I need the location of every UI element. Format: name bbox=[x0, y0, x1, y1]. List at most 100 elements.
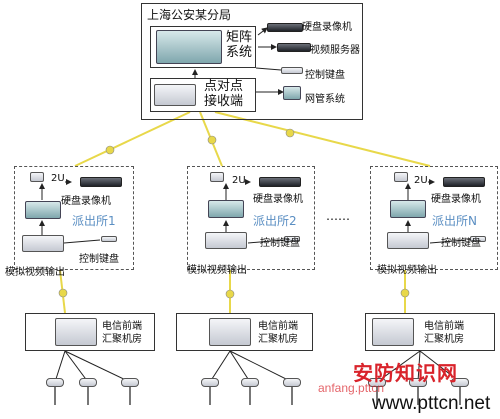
branch-2-matrix bbox=[205, 232, 247, 249]
telecom-2-box bbox=[176, 313, 313, 351]
fiber-hq-to-station-n bbox=[214, 111, 431, 167]
branch-2-2u-icon bbox=[210, 172, 224, 182]
telecom-3-rack bbox=[372, 318, 414, 346]
branch-n-box bbox=[370, 166, 498, 270]
hq-keyboard-label: 控制键盘 bbox=[305, 70, 345, 81]
branch-n-2u-icon bbox=[394, 172, 408, 182]
branch-n-output-label: 模拟视频输出 bbox=[377, 265, 437, 276]
branch-1-dvr-icon bbox=[80, 177, 122, 187]
branch-2-output-label: 模拟视频输出 bbox=[187, 265, 247, 276]
receiver-device bbox=[154, 84, 196, 106]
camera-icon bbox=[451, 378, 469, 387]
fiber-joint-2 bbox=[207, 135, 217, 145]
hq-nms-label: 网管系统 bbox=[305, 94, 345, 105]
telecom-2-label-line2: 汇聚机房 bbox=[258, 334, 298, 345]
receiver-box bbox=[150, 78, 256, 112]
camera-cable-2-2 bbox=[229, 350, 251, 383]
camera-stand bbox=[417, 387, 419, 405]
hq-dvr-icon bbox=[267, 23, 303, 32]
fiber-joint-3 bbox=[285, 128, 295, 138]
receiver-label-line2: 接收端 bbox=[204, 94, 244, 109]
branch-2-dvr-icon bbox=[259, 177, 301, 187]
camera-cable-3-2 bbox=[417, 350, 421, 383]
branch-2-dvr-label: 硬盘录像机 bbox=[253, 194, 303, 205]
branch-n-dvr-label: 硬盘录像机 bbox=[431, 194, 481, 205]
telecom-2-rack bbox=[209, 318, 251, 346]
station-3-to-keyboard bbox=[429, 239, 467, 244]
headquarters-box bbox=[141, 3, 363, 120]
branch-2-2u-label: 2U bbox=[232, 175, 246, 186]
branch-1-output-label: 模拟视频输出 bbox=[5, 267, 65, 278]
watermark-text: 安防知识网 bbox=[353, 361, 458, 385]
hq-nms-icon bbox=[283, 86, 301, 100]
fiber-joint-1 bbox=[105, 145, 115, 155]
branch-2-keyboard-label: 控制键盘 bbox=[260, 238, 300, 249]
camera-stand bbox=[376, 387, 378, 405]
branch-1-keyboard-icon bbox=[101, 236, 117, 242]
camera-stand bbox=[87, 387, 89, 405]
matrix-system-label: 矩阵 系统 bbox=[226, 30, 252, 60]
camera-cable-1-3 bbox=[64, 350, 131, 383]
telecom-1-label-line2: 汇聚机房 bbox=[102, 334, 142, 345]
camera-stand bbox=[249, 387, 251, 405]
camera-icon bbox=[46, 378, 64, 387]
hq-dvr-label: 硬盘录像机 bbox=[302, 22, 352, 33]
hq-video-server-icon bbox=[277, 43, 311, 52]
fiber-joint-4 bbox=[58, 288, 68, 298]
fiber-hq-to-station-1 bbox=[74, 111, 191, 167]
camera-cable-3-3 bbox=[419, 350, 461, 383]
camera-icon bbox=[121, 378, 139, 387]
camera-stand bbox=[129, 387, 131, 405]
branch-n-monitor bbox=[390, 200, 426, 218]
hq-matrix-to-dvr bbox=[257, 27, 268, 36]
matrix-system-box bbox=[150, 26, 256, 68]
telecom-3-label: 电信前端 汇聚机房 bbox=[424, 320, 464, 346]
matrix-label-line1: 矩阵 bbox=[226, 30, 253, 45]
branch-n-keyboard-icon bbox=[470, 236, 486, 242]
camera-icon bbox=[409, 378, 427, 387]
telecom-2-label: 电信前端 汇聚机房 bbox=[258, 320, 298, 346]
camera-icon bbox=[79, 378, 97, 387]
fiber-joint-6 bbox=[400, 288, 410, 298]
branch-n-name: 派出所N bbox=[432, 214, 477, 228]
telecom-3-box bbox=[365, 313, 495, 351]
branch-2-name: 派出所2 bbox=[253, 214, 297, 228]
station-1-to-keyboard bbox=[63, 239, 101, 244]
hq-matrix-to-keyboard bbox=[255, 67, 282, 71]
camera-icon bbox=[368, 378, 386, 387]
telecom-1-box bbox=[25, 313, 155, 351]
branch-1-2u-icon bbox=[30, 172, 44, 182]
camera-icon bbox=[241, 378, 259, 387]
watermark-url: www.pttcn.net bbox=[372, 393, 491, 414]
camera-cable-2-3 bbox=[229, 350, 293, 383]
telecom-3-label-line2: 汇聚机房 bbox=[424, 334, 464, 345]
telecom-3-label-line1: 电信前端 bbox=[424, 321, 464, 332]
hq-keyboard-icon bbox=[281, 67, 303, 74]
camera-cable-3-1 bbox=[376, 350, 421, 383]
branch-1-monitor bbox=[25, 201, 61, 219]
station-2-to-keyboard bbox=[247, 239, 285, 244]
branch-1-matrix bbox=[22, 235, 64, 252]
camera-cable-2-1 bbox=[209, 350, 231, 383]
fiber-joint-5 bbox=[225, 289, 235, 299]
telecom-1-label-line1: 电信前端 bbox=[102, 321, 142, 332]
matrix-label-line2: 系统 bbox=[226, 45, 253, 60]
telecom-1-rack bbox=[55, 318, 97, 346]
branch-n-dvr-icon bbox=[443, 177, 485, 187]
camera-cable-1-1 bbox=[54, 350, 66, 383]
branch-1-dvr-label: 硬盘录像机 bbox=[61, 196, 111, 207]
telecom-2-label-line1: 电信前端 bbox=[258, 321, 298, 332]
camera-stand bbox=[209, 387, 211, 405]
branch-n-2u-label: 2U bbox=[414, 175, 428, 186]
camera-stand bbox=[291, 387, 293, 405]
branch-1-2u-label: 2U bbox=[51, 173, 65, 184]
headquarters-title: 上海公安某分局 bbox=[147, 8, 232, 22]
camera-icon bbox=[201, 378, 219, 387]
camera-stand bbox=[459, 387, 461, 405]
camera-stand bbox=[54, 387, 56, 405]
branch-1-keyboard-label: 控制键盘 bbox=[79, 254, 119, 265]
branch-2-keyboard-icon bbox=[284, 236, 300, 242]
watermark-url-faint: anfang.pttcn bbox=[318, 381, 385, 395]
